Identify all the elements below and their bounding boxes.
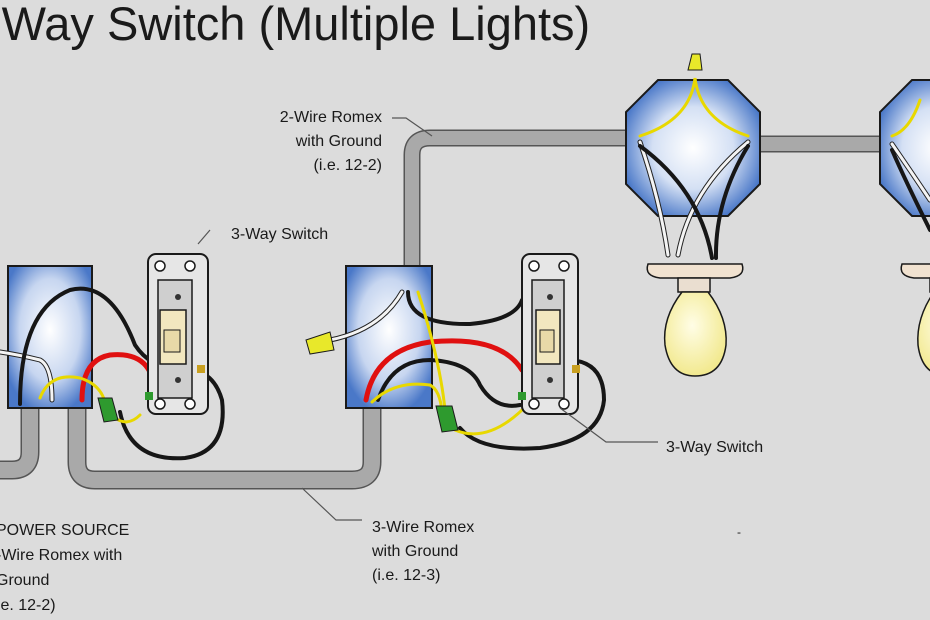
label-line: POWER SOURCE xyxy=(0,522,130,539)
label-line: Ground xyxy=(0,572,50,589)
label-line: 3-Wire Romex xyxy=(372,519,475,536)
light-box-1 xyxy=(625,79,761,217)
label-line: with Ground xyxy=(295,133,382,150)
switch-icon xyxy=(145,253,209,415)
left-yellow-wire xyxy=(38,375,107,404)
three-wire-romex-label: 3-Wire Romex with Ground (i.e. 12-3) xyxy=(372,516,474,588)
switch-right-label: 3-Way Switch xyxy=(666,439,764,456)
middle-black-loop xyxy=(458,358,607,451)
label-line: 2-Wire Romex xyxy=(279,109,382,126)
label-line: -Wire Romex with xyxy=(0,547,123,564)
light-bulb-icon xyxy=(900,263,930,372)
label-line: (i.e. 12-3) xyxy=(372,567,441,584)
wire-nut-icon xyxy=(435,405,459,433)
diagram-title: -Way Switch (Multiple Lights) xyxy=(0,0,591,50)
wire-nut-icon xyxy=(305,331,335,355)
leader-switch-top xyxy=(197,229,211,245)
two-wire-romex-label: 2-Wire Romex with Ground (i.e. 12-2) xyxy=(230,106,382,178)
light1-yellow-arc xyxy=(638,77,750,138)
switch-icon xyxy=(518,253,580,415)
wire-nut-icon xyxy=(687,53,703,71)
middle-black-wire-a xyxy=(376,357,522,408)
romex-cables xyxy=(0,129,892,490)
light2-yellow-wire xyxy=(890,98,922,138)
light1-black-wire-b xyxy=(713,144,750,260)
up-yellow-wire xyxy=(416,290,447,412)
light1-black-wire-a xyxy=(638,144,714,260)
power-source-label: POWER SOURCE -Wire Romex with Ground .e.… xyxy=(0,518,129,618)
stray-mark: - xyxy=(737,525,741,539)
left-switch-black-loop xyxy=(118,368,225,461)
switch-top-label: 3-Way Switch xyxy=(231,226,329,243)
light2-black-wire xyxy=(890,148,930,232)
wire-nut-icon xyxy=(97,397,119,423)
wires xyxy=(0,77,930,461)
middle-yellow-to-nut xyxy=(370,382,444,414)
middle-switch-box xyxy=(345,265,433,409)
label-line: (i.e. 12-2) xyxy=(313,157,382,174)
leader-switch-right xyxy=(559,407,658,443)
leader-2wire-romex xyxy=(392,117,433,137)
leader-3wire-romex xyxy=(301,487,362,521)
label-line: with Ground xyxy=(372,543,459,560)
light-bulb-icon xyxy=(646,263,744,377)
light-box-2 xyxy=(879,79,930,217)
middle-red-wire xyxy=(363,338,525,403)
up-black-wire xyxy=(406,290,524,327)
leader-lines xyxy=(197,117,658,521)
label-line: .e. 12-2) xyxy=(0,597,56,614)
